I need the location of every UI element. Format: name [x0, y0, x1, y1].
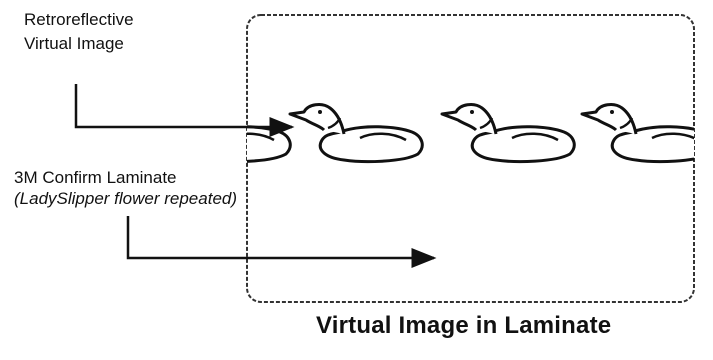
- retroreflective-label-line2: Virtual Image: [24, 33, 124, 55]
- laminate-label-line2: (LadySlipper flower repeated): [14, 188, 237, 210]
- laminate-label-line1: 3M Confirm Laminate: [14, 167, 177, 189]
- retroreflective-label-line1: Retroreflective: [24, 9, 134, 31]
- diagram-caption: Virtual Image in Laminate: [316, 312, 611, 340]
